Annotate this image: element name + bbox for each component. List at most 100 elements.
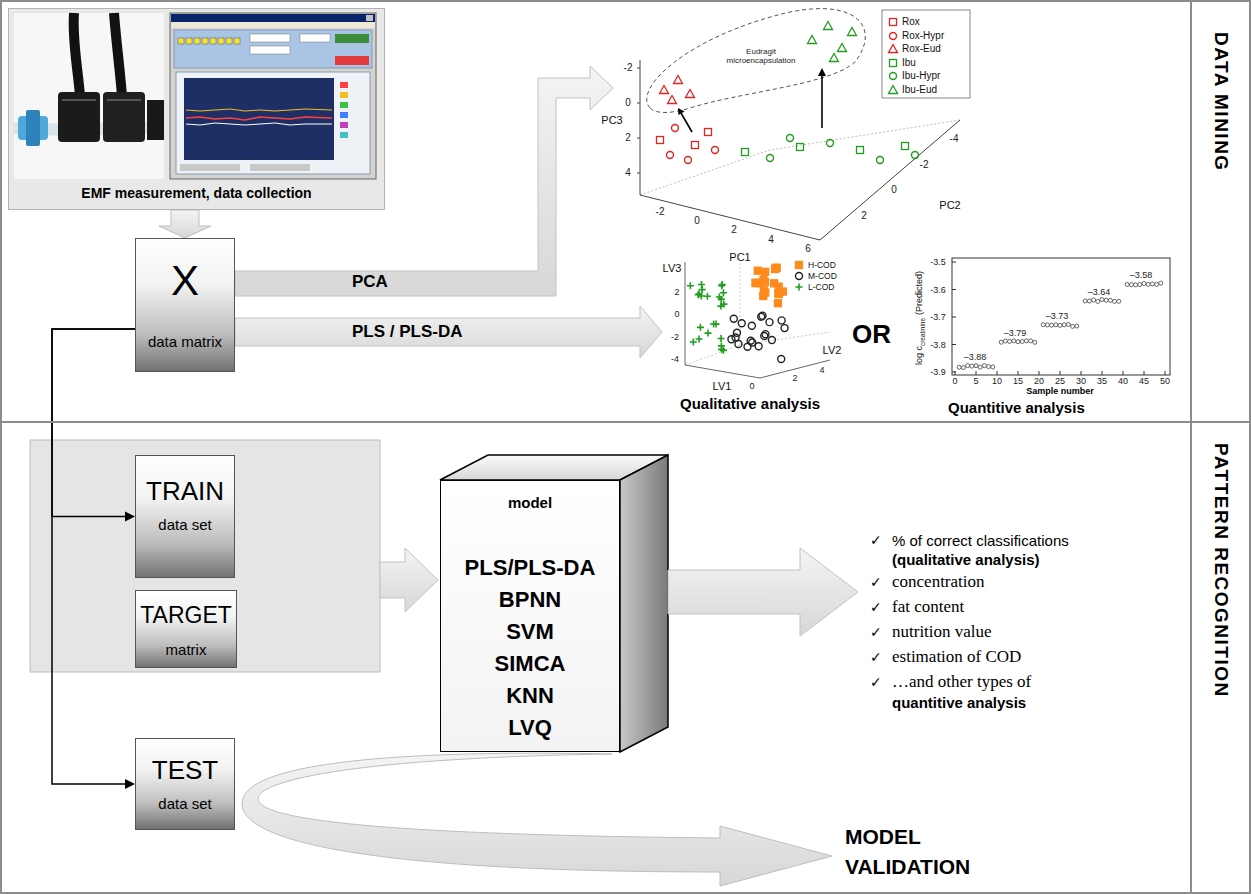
legend-marker [890, 59, 897, 66]
tick-label: 2 [731, 224, 737, 236]
data-point [987, 365, 991, 369]
box-title: EMF measurement, data collection [81, 185, 311, 202]
connector [52, 329, 135, 789]
data-point [768, 337, 775, 344]
software-screenshot-part [250, 46, 290, 54]
software-screenshot-part [186, 117, 332, 120]
data-point [735, 340, 742, 347]
result-item: fat content [892, 597, 964, 617]
tick-label: 20 [1034, 376, 1044, 386]
data-point [982, 364, 986, 368]
tick-label: -3.9 [930, 367, 946, 377]
legend-item: Rox-Hypr [887, 30, 944, 42]
legend-text: Rox-Eud [902, 43, 941, 55]
result-item: estimation of COD [892, 647, 1021, 667]
tick-label: -3.8 [930, 339, 946, 349]
tick-label: 4 [625, 167, 631, 179]
check-mark: ✓ [870, 624, 882, 640]
band-label-strip: PATTERN RECOGNITION [1190, 423, 1249, 892]
axis-title: LV2 [823, 344, 842, 357]
data-point [797, 144, 804, 151]
data-point [762, 268, 769, 275]
arrowhead [125, 512, 135, 522]
data-point [738, 320, 745, 327]
axis-title: PC2 [939, 199, 960, 212]
legend-item: M-COD [793, 270, 837, 282]
result-item: concentration [892, 572, 985, 592]
software-screenshot-part [335, 56, 369, 65]
software-screenshot-part [366, 15, 373, 21]
data-point [1117, 299, 1121, 303]
legend-marker [796, 273, 803, 280]
software-screenshot-part-part [340, 92, 348, 98]
box-title: TARGET [140, 601, 232, 629]
pca-scatter-3d [637, 9, 970, 240]
data-point [1138, 283, 1142, 287]
software-screenshot-part [300, 34, 330, 42]
axis-title: log ccreatinine(Predicted) [914, 271, 926, 365]
data-point [1033, 340, 1037, 344]
tick-label: 2 [674, 287, 679, 297]
pca-scatter-3d-part [678, 108, 685, 115]
tick-label: -2 [671, 332, 679, 342]
data-point [1096, 299, 1100, 303]
data-point [1092, 298, 1096, 302]
data-point [1041, 323, 1045, 327]
data-point [1012, 339, 1016, 343]
data-point [730, 315, 737, 322]
legend-item: Ibu-Hypr [887, 70, 940, 82]
check-mark: ✓ [870, 574, 882, 590]
section-title: DATA MINING [1210, 32, 1232, 172]
tick-label: 4 [819, 365, 824, 375]
tick-label: 25 [1055, 376, 1065, 386]
software-screenshot-part-part [194, 38, 200, 44]
box-title: TEST [152, 755, 218, 785]
arrow-label: PLS / PLS-DA [352, 322, 463, 342]
data-point [672, 125, 679, 132]
annotation: Eudragit microencapsulation [722, 48, 800, 66]
software-screenshot-part [176, 72, 370, 174]
value-label: –3.88 [964, 352, 987, 362]
data-set-box: TRAINdata set [135, 455, 235, 578]
data-point [773, 264, 780, 271]
prediction-plot-part [952, 258, 1170, 375]
data-point [787, 135, 794, 142]
data-point [696, 336, 703, 343]
box-text: PLS/PLS-DA [465, 552, 596, 584]
tick-label: 5 [973, 376, 978, 386]
data-point [1134, 283, 1138, 287]
legend-text: Ibu-Eud [902, 84, 937, 96]
legend-marker [887, 16, 899, 28]
data-point [991, 365, 995, 369]
tick-label: -3.6 [930, 284, 946, 294]
axis-title: LV3 [663, 262, 682, 275]
data-point [667, 152, 674, 159]
data-point [1029, 339, 1033, 343]
software-screenshot-part [170, 13, 376, 179]
data-point [712, 147, 719, 154]
electrode-photo [14, 13, 164, 179]
tick-label: 0 [674, 309, 679, 319]
data-point [720, 301, 727, 308]
data-point [754, 267, 761, 274]
software-screenshot-part-part [210, 38, 216, 44]
plot-caption: Qualitative analysis [680, 395, 820, 412]
axis-title: log c [914, 346, 924, 365]
data-point [1142, 282, 1146, 286]
data-point [759, 312, 766, 319]
tick-label: 30 [1076, 376, 1086, 386]
band-label-strip: DATA MINING [1190, 2, 1249, 421]
pca-scatter-3d-part [640, 120, 960, 195]
data-point [692, 142, 699, 149]
arrow-label: PCA [352, 272, 388, 292]
data-point [1016, 340, 1020, 344]
data-point [774, 300, 781, 307]
data-point [710, 320, 717, 327]
data-point [1003, 339, 1007, 343]
scatter-points [957, 281, 1163, 369]
data-point [718, 335, 725, 342]
legend-marker [889, 45, 898, 53]
box-text: data set [158, 795, 211, 812]
tick-label: 0 [749, 381, 754, 391]
